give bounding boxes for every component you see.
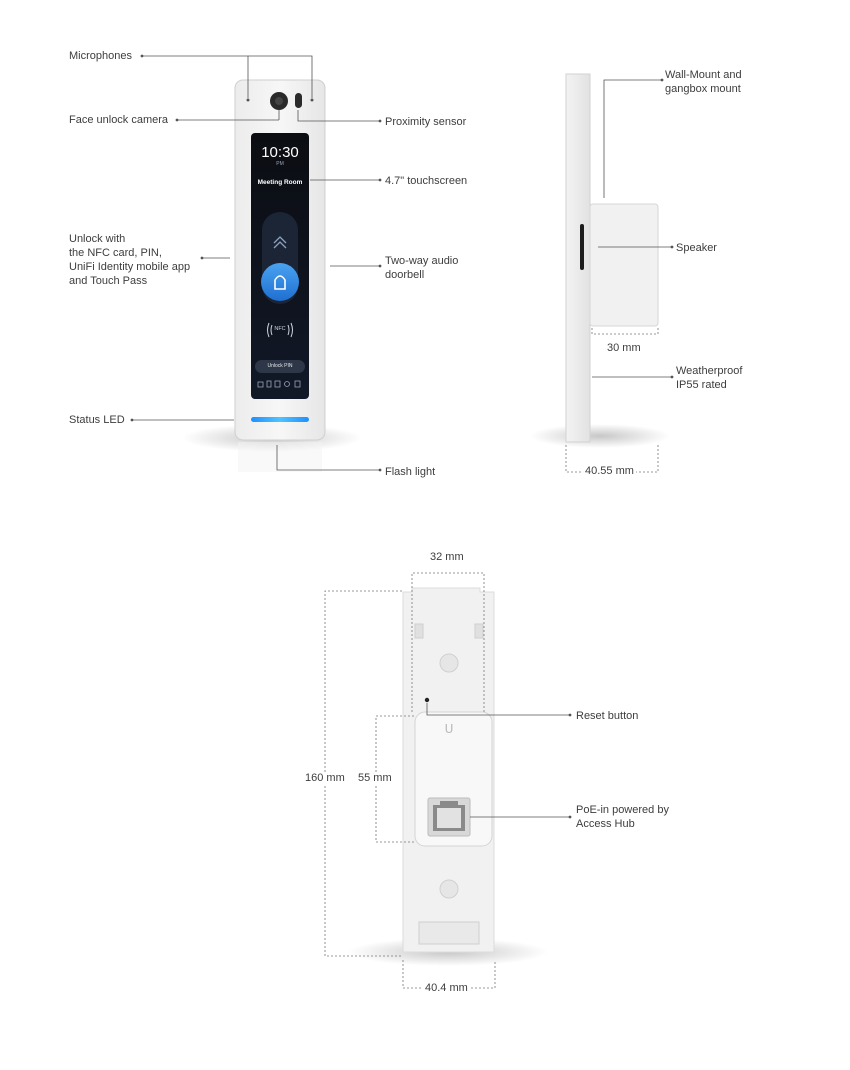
dim-side-total-depth: 40.55 mm bbox=[583, 465, 636, 477]
status-led bbox=[251, 417, 309, 422]
label-status-led: Status LED bbox=[69, 414, 125, 426]
proximity-sensor bbox=[295, 93, 302, 108]
dim-side-module-depth: 30 mm bbox=[605, 342, 643, 354]
label-face-camera: Face unlock camera bbox=[69, 114, 169, 126]
label-wall-mount: Wall-Mount and gangbox mount bbox=[665, 69, 742, 95]
front-leaders bbox=[132, 55, 380, 471]
screen-nfc: NFC bbox=[274, 326, 286, 332]
label-touchscreen: 4.7" touchscreen bbox=[385, 175, 468, 187]
ui-logo: U bbox=[445, 722, 454, 736]
card-icon bbox=[257, 381, 264, 388]
screen-ampm: PM bbox=[276, 161, 284, 167]
label-poe: PoE-in powered by Access Hub bbox=[576, 804, 669, 830]
dim-back-height-total: 160 mm bbox=[303, 772, 347, 784]
label-speaker: Speaker bbox=[676, 242, 717, 254]
dim-back-top-width: 32 mm bbox=[428, 551, 466, 563]
bell-icon bbox=[274, 275, 286, 290]
face-icon bbox=[284, 381, 290, 387]
label-reset-button: Reset button bbox=[576, 710, 639, 722]
label-audio-doorbell: Two-way audio doorbell bbox=[385, 255, 459, 281]
doorbell-button bbox=[261, 263, 299, 301]
reset-pinhole bbox=[424, 697, 430, 703]
unlock-pin-button bbox=[255, 360, 305, 373]
unlock-pin-label[interactable]: Unlock PIN bbox=[267, 363, 293, 369]
qr-icon bbox=[294, 380, 301, 388]
label-flash-light: Flash light bbox=[385, 466, 436, 478]
side-leaders bbox=[592, 79, 672, 378]
nfc-waves-left-icon bbox=[267, 322, 273, 338]
label-microphones: Microphones bbox=[69, 50, 132, 62]
screw-hole-top bbox=[439, 653, 459, 673]
label-unlock-methods: Unlock with the NFC card, PIN, UniFi Ide… bbox=[69, 233, 191, 287]
bottom-cutout bbox=[418, 921, 480, 945]
label-weatherproof: Weatherproof IP55 rated bbox=[676, 365, 743, 391]
screw-hole-bottom bbox=[439, 879, 459, 899]
mount-slot-left bbox=[414, 623, 424, 639]
phone-icon bbox=[266, 380, 272, 388]
microphone-right bbox=[310, 98, 314, 102]
side-device bbox=[530, 73, 670, 448]
front-leader-dots bbox=[130, 54, 382, 472]
bottom-icon-row bbox=[257, 380, 301, 388]
back-device: U bbox=[348, 587, 548, 966]
rear-module bbox=[589, 203, 659, 327]
dim-back-bottom-width: 40.4 mm bbox=[423, 982, 470, 994]
label-proximity-sensor: Proximity sensor bbox=[385, 116, 467, 128]
back-leaders bbox=[426, 703, 570, 818]
touchpass-icon bbox=[274, 380, 281, 388]
microphone-left bbox=[246, 98, 250, 102]
dim-back-height-module: 55 mm bbox=[356, 772, 394, 784]
front-device bbox=[182, 79, 362, 472]
side-shadow bbox=[530, 424, 670, 448]
nfc-waves-right-icon bbox=[287, 322, 293, 338]
screen-time: 10:30 bbox=[261, 144, 299, 161]
screen-room: Meeting Room bbox=[257, 179, 303, 186]
side-panel bbox=[565, 73, 591, 443]
speaker-grille bbox=[580, 224, 584, 270]
mount-slot-right bbox=[474, 623, 484, 639]
